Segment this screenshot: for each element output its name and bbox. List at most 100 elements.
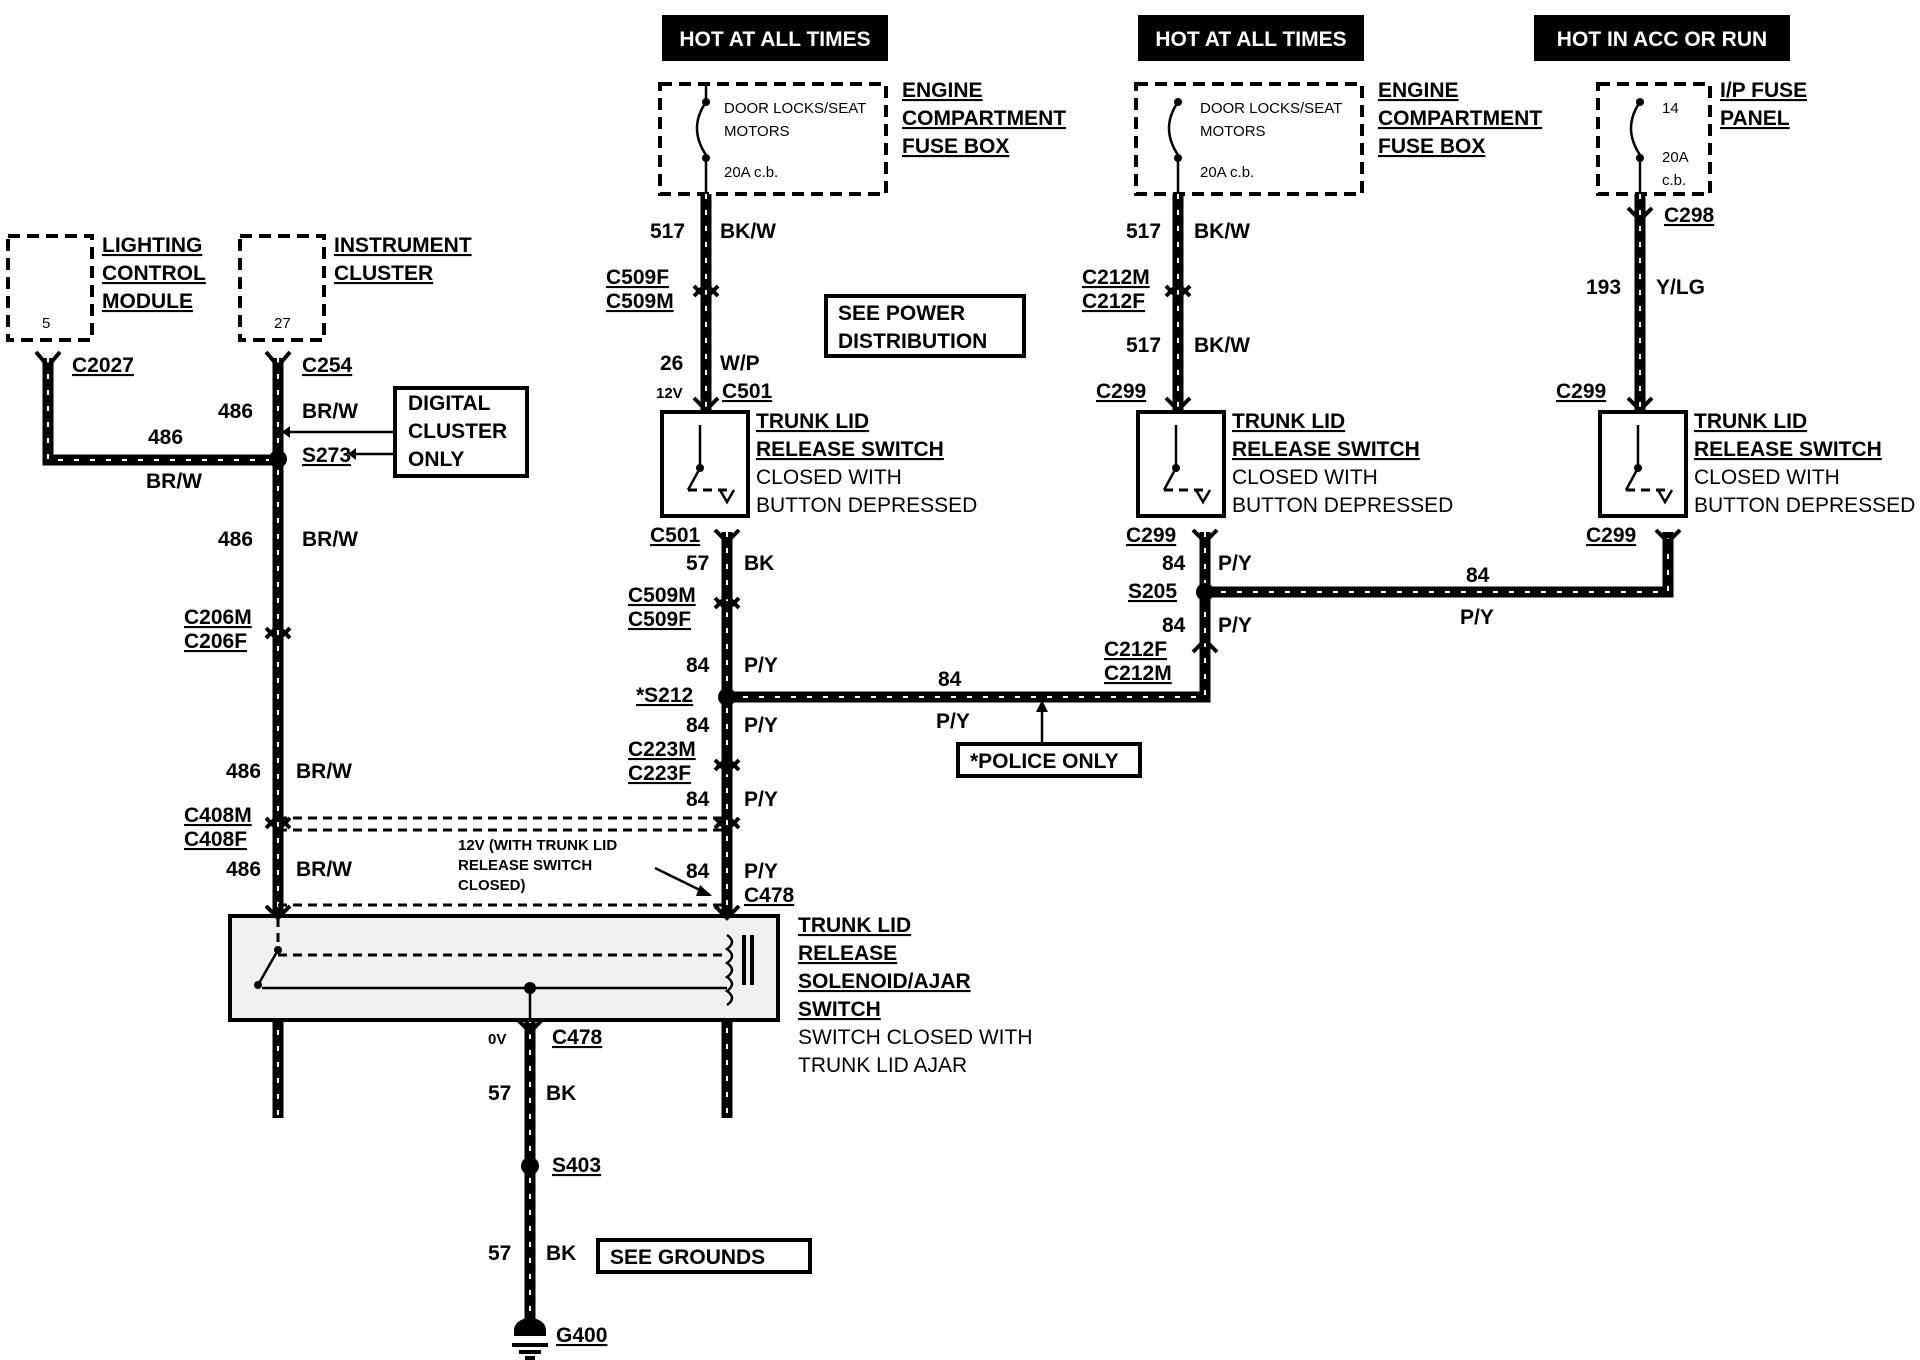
fuse-box-engine-compartment-1: DOOR LOCKS/SEAT MOTORS 20A c.b. ENGINE C…: [658, 79, 1066, 196]
wire-label: 486: [226, 858, 261, 881]
svg-text:HOT IN ACC OR RUN: HOT IN ACC OR RUN: [1557, 28, 1767, 51]
wire-label: P/Y: [1460, 606, 1494, 629]
svg-text:CLOSED WITH: CLOSED WITH: [1694, 466, 1840, 489]
connector-label: C509M: [628, 584, 696, 607]
wire-label: BK: [546, 1082, 576, 1105]
svg-text:TRUNK LID AJAR: TRUNK LID AJAR: [798, 1054, 967, 1077]
lighting-control-module: 5 LIGHTING CONTROL MODULE: [6, 234, 206, 342]
trunk-lid-release-switch-3: TRUNK LID RELEASE SWITCH CLOSED WITH BUT…: [1598, 410, 1915, 518]
wire-517-center: [692, 194, 720, 413]
connector-label: C299: [1586, 524, 1636, 547]
wire-label: 84: [1466, 564, 1490, 587]
wire-label: 57: [686, 552, 709, 575]
svg-text:SEE GROUNDS: SEE GROUNDS: [610, 1246, 765, 1269]
connector-label: C408F: [184, 828, 247, 851]
svg-text:DISTRIBUTION: DISTRIBUTION: [838, 330, 987, 353]
connector-label: C212M: [1082, 266, 1150, 289]
splice-label: *S212: [636, 684, 693, 707]
wire-label: 193: [1586, 276, 1621, 299]
svg-text:FUSE BOX: FUSE BOX: [902, 135, 1009, 158]
wire-label: BK/W: [1194, 220, 1250, 243]
svg-text:20A c.b.: 20A c.b.: [724, 164, 778, 181]
wire-label: BR/W: [296, 858, 352, 881]
ground-icon: [512, 1318, 548, 1360]
voltage-label: 12V: [656, 385, 683, 402]
svg-text:SEE POWER: SEE POWER: [838, 302, 965, 325]
fuse-box-ip-panel: 14 20A c.b. I/P FUSE PANEL: [1596, 79, 1807, 196]
svg-text:I/P FUSE: I/P FUSE: [1720, 79, 1807, 102]
wire-193: [1626, 194, 1654, 413]
wire-label: BK/W: [720, 220, 776, 243]
connector-label: C2027: [72, 354, 134, 377]
wire-label: P/Y: [744, 714, 778, 737]
splice-s403: [521, 1157, 539, 1175]
svg-text:RELEASE SWITCH: RELEASE SWITCH: [1232, 438, 1420, 461]
svg-text:CLOSED WITH: CLOSED WITH: [756, 466, 902, 489]
svg-text:BUTTON DEPRESSED: BUTTON DEPRESSED: [756, 494, 977, 517]
svg-text:20A: 20A: [1662, 149, 1689, 166]
svg-text:ONLY: ONLY: [408, 448, 464, 471]
svg-text:BUTTON DEPRESSED: BUTTON DEPRESSED: [1694, 494, 1915, 517]
instrument-cluster: 27 INSTRUMENT CLUSTER: [238, 234, 472, 342]
svg-text:ENGINE: ENGINE: [1378, 79, 1459, 102]
svg-text:RELEASE: RELEASE: [798, 942, 897, 965]
splice-label: S273: [302, 444, 351, 467]
wire-label: BR/W: [146, 470, 202, 493]
wire-label: P/Y: [1218, 614, 1252, 637]
wire-label: W/P: [720, 352, 760, 375]
svg-text:PANEL: PANEL: [1720, 107, 1790, 130]
svg-text:MOTORS: MOTORS: [724, 123, 790, 140]
wire-label: 486: [218, 400, 253, 423]
svg-text:DIGITAL: DIGITAL: [408, 392, 491, 415]
svg-text:BUTTON DEPRESSED: BUTTON DEPRESSED: [1232, 494, 1453, 517]
wire-label: 57: [488, 1242, 511, 1265]
note-12v-trunk-switch: 12V (WITH TRUNK LID RELEASE SWITCH CLOSE…: [458, 837, 617, 894]
connector-label: C509F: [606, 266, 669, 289]
wire-label: 84: [1162, 552, 1186, 575]
svg-text:MODULE: MODULE: [102, 290, 193, 313]
svg-text:TRUNK LID: TRUNK LID: [1232, 410, 1345, 433]
fuse-box-engine-compartment-2: DOOR LOCKS/SEAT MOTORS 20A c.b. ENGINE C…: [1134, 79, 1542, 196]
wire-label: 486: [218, 528, 253, 551]
wire-label: 486: [148, 426, 183, 449]
wire-label: BR/W: [302, 528, 358, 551]
wire-label: 517: [1126, 334, 1161, 357]
connector-label: C298: [1664, 204, 1715, 227]
connector-label: C299: [1126, 524, 1176, 547]
svg-text:MOTORS: MOTORS: [1200, 123, 1266, 140]
wire-label: 84: [686, 788, 710, 811]
connector-label: C223F: [628, 762, 691, 785]
svg-text:TRUNK LID: TRUNK LID: [1694, 410, 1807, 433]
header-hot-at-all-times-2: HOT AT ALL TIMES: [1138, 15, 1364, 61]
splice-s273: [269, 450, 287, 468]
note-see-power-distribution: SEE POWER DISTRIBUTION: [824, 294, 1026, 358]
header-hot-at-all-times-1: HOT AT ALL TIMES: [662, 15, 888, 61]
svg-text:c.b.: c.b.: [1662, 172, 1686, 189]
note-police-only: *POLICE ONLY: [956, 700, 1142, 778]
svg-text:CLUSTER: CLUSTER: [408, 420, 507, 443]
header-hot-in-acc-or-run: HOT IN ACC OR RUN: [1534, 15, 1790, 61]
wire-label: BR/W: [302, 400, 358, 423]
connector-label: C212F: [1104, 638, 1167, 661]
wire-label: 517: [1126, 220, 1161, 243]
svg-text:COMPARTMENT: COMPARTMENT: [902, 107, 1066, 130]
svg-text:COMPARTMENT: COMPARTMENT: [1378, 107, 1542, 130]
wire-label: 84: [686, 714, 710, 737]
svg-text:CLUSTER: CLUSTER: [334, 262, 433, 285]
svg-text:RELEASE SWITCH: RELEASE SWITCH: [1694, 438, 1882, 461]
splice-s205: [1196, 583, 1214, 601]
connector-label: C299: [1096, 380, 1146, 403]
trunk-lid-release-switch-2: TRUNK LID RELEASE SWITCH CLOSED WITH BUT…: [1136, 410, 1453, 518]
connector-label: C478: [744, 884, 795, 907]
svg-text:HOT AT ALL TIMES: HOT AT ALL TIMES: [679, 28, 870, 51]
wire-label: 517: [650, 220, 685, 243]
note-see-grounds: SEE GROUNDS: [596, 1238, 812, 1274]
svg-text:27: 27: [274, 315, 291, 332]
connector-label: C206F: [184, 630, 247, 653]
svg-text:FUSE BOX: FUSE BOX: [1378, 135, 1485, 158]
connector-label: C212F: [1082, 290, 1145, 313]
svg-text:CLOSED WITH: CLOSED WITH: [1232, 466, 1378, 489]
wire-517-right: [1164, 194, 1192, 413]
voltage-label: 0V: [488, 1031, 506, 1048]
